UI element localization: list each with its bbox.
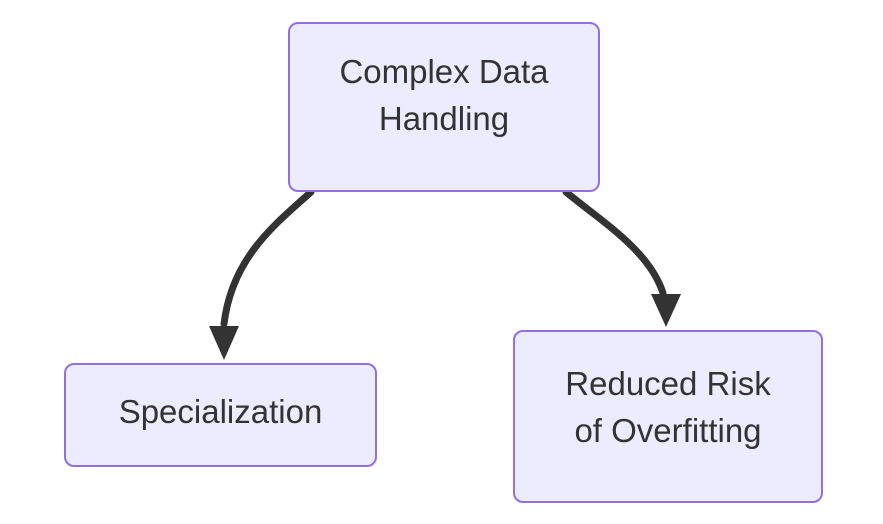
node-label-reduced-risk-of-overfitting: Reduced Risk of Overfitting: [565, 364, 771, 449]
arrowhead-reduced-risk-icon: [651, 294, 681, 327]
edge-complex-to-reduced-risk: [562, 188, 667, 297]
node-label-complex-data-handling: Complex Data Handling: [339, 53, 549, 137]
arrowhead-specialization-icon: [209, 326, 239, 360]
node-reduced-risk-of-overfitting: Reduced Risk of Overfitting: [513, 330, 823, 503]
node-label-specialization: Specialization: [118, 392, 323, 430]
edge-complex-to-specialization: [220, 188, 315, 328]
node-complex-data-handling: Complex Data Handling: [288, 22, 600, 192]
node-specialization: Specialization: [64, 363, 377, 467]
